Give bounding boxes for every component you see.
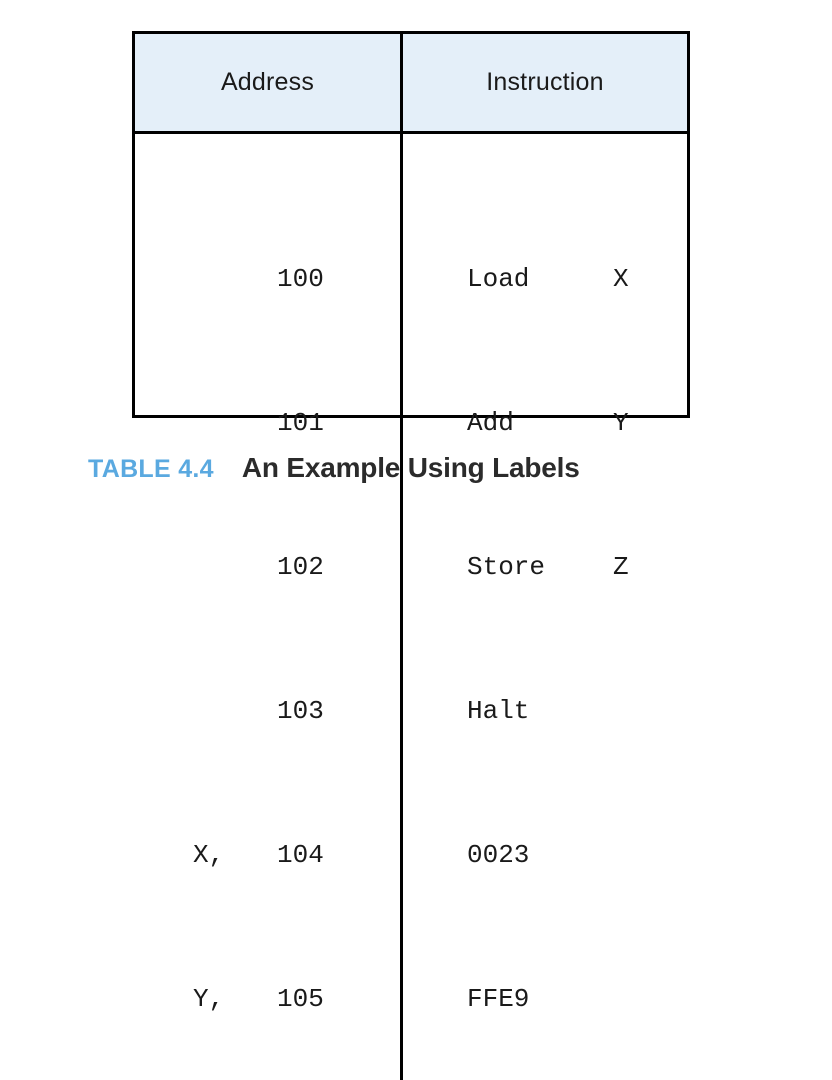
- table-row: 102: [193, 549, 349, 585]
- table-row: 0023: [467, 837, 629, 873]
- column-header-instruction: Instruction: [486, 68, 604, 96]
- instruction-operand: X: [613, 264, 629, 294]
- table-header-row: Address Instruction: [135, 34, 687, 134]
- address-value: 102: [277, 552, 324, 582]
- instruction-operand: Y: [613, 408, 629, 438]
- table-caption: TABLE 4.4 An Example Using Labels: [88, 452, 580, 484]
- caption-title-text: An Example Using Labels: [241, 452, 580, 483]
- address-value: 100: [277, 264, 324, 294]
- table-row: 100: [193, 261, 349, 297]
- table-row: Store Z: [467, 549, 629, 585]
- instruction-opcode: Load: [467, 264, 530, 294]
- table-row: Y, 105: [193, 981, 349, 1017]
- caption-number-label: TABLE 4.4: [88, 455, 214, 483]
- address-label: X,: [193, 840, 225, 870]
- table-grid: Address Instruction 100 101 102 103 X, 10…: [135, 34, 687, 1080]
- table-header-cell-address: Address: [135, 34, 403, 131]
- table-row: X, 104: [193, 837, 349, 873]
- instruction-operand: Z: [613, 552, 629, 582]
- column-header-address: Address: [220, 68, 315, 96]
- table-row: 103: [193, 693, 349, 729]
- address-instruction-table: Address Instruction 100 101 102 103 X, 10…: [132, 31, 690, 1080]
- address-value: 104: [277, 840, 324, 870]
- address-value: 103: [277, 696, 324, 726]
- address-column-list: 100 101 102 103 X,104 Y,105 Z,106: [193, 153, 349, 1080]
- address-value: 101: [277, 408, 324, 438]
- table-header-cell-instruction: Instruction: [403, 34, 687, 131]
- instruction-opcode: FFE9: [467, 984, 530, 1014]
- address-label: Y,: [193, 984, 225, 1014]
- instruction-opcode: 0023: [467, 840, 530, 870]
- table-row: Load X: [467, 261, 629, 297]
- table-body-cell-address: 100 101 102 103 X,104 Y,105 Z,106: [135, 134, 403, 1080]
- instruction-opcode: Add: [467, 408, 514, 438]
- address-value: 105: [277, 984, 324, 1014]
- table-row: 101: [193, 405, 349, 441]
- table-body-row: 100 101 102 103 X,104 Y,105 Z,106 LoadX …: [135, 134, 687, 1080]
- table-row: FFE9: [467, 981, 629, 1017]
- instruction-opcode: Store: [467, 552, 546, 582]
- table-row: Halt: [467, 693, 629, 729]
- table-row: Add Y: [467, 405, 629, 441]
- instruction-opcode: Halt: [467, 696, 530, 726]
